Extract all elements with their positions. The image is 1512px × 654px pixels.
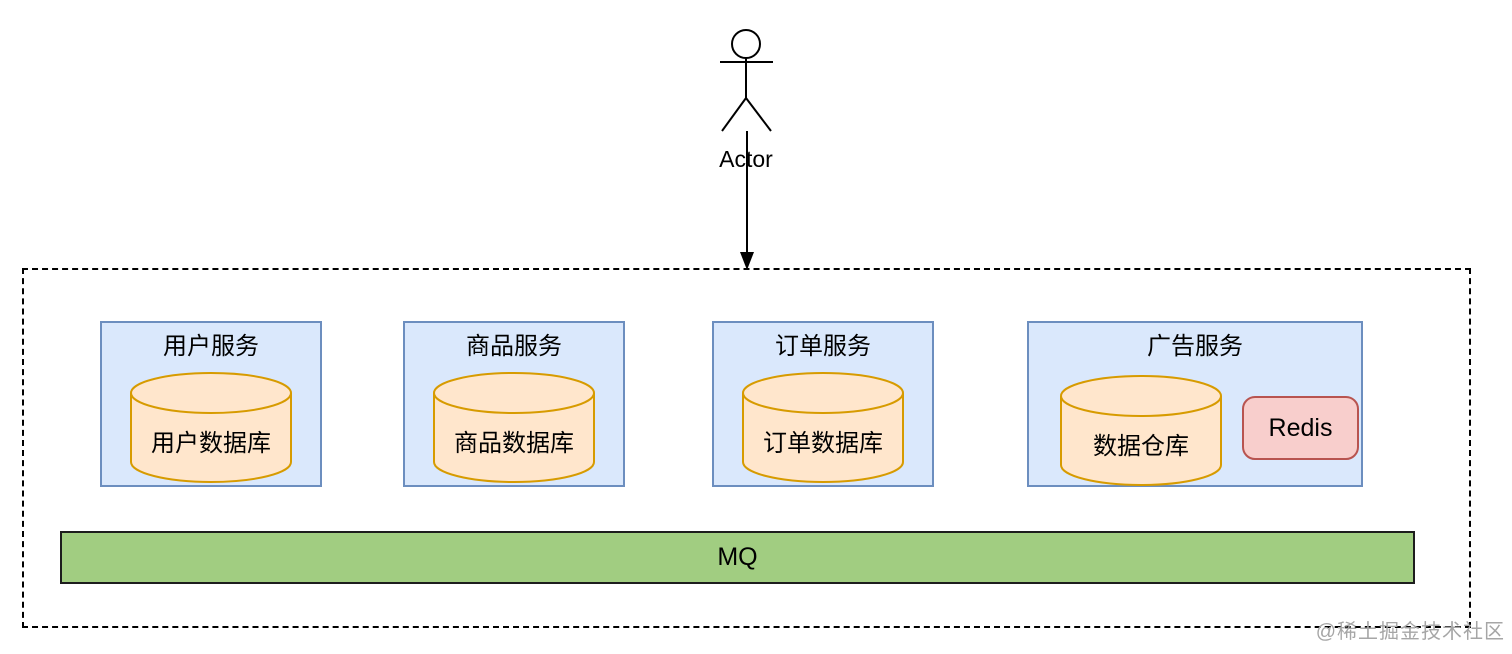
service-title: 订单服务 <box>775 333 871 360</box>
service-title: 商品服务 <box>466 333 562 360</box>
actor-stick-figure-icon <box>720 29 773 132</box>
mq-bar: MQ <box>60 531 1415 584</box>
system-boundary <box>22 268 1471 628</box>
database-cylinder-order: 订单数据库 <box>742 372 904 484</box>
database-cylinder-product: 商品数据库 <box>433 372 595 484</box>
actor-label: Actor <box>719 146 773 172</box>
data-warehouse-cylinder: 数据仓库 <box>1060 375 1222 487</box>
cylinder-icon <box>433 372 595 483</box>
service-box-order: 订单服务 订单数据库 <box>712 321 934 487</box>
database-label: 订单数据库 <box>763 430 883 457</box>
service-box-product: 商品服务 商品数据库 <box>403 321 625 487</box>
watermark: @稀土掘金技术社区 <box>1315 621 1505 643</box>
database-label: 商品数据库 <box>454 430 574 457</box>
cylinder-icon <box>742 372 904 483</box>
cylinder-icon <box>1060 375 1222 486</box>
service-box-ads: 广告服务 数据仓库 Redis <box>1027 321 1363 487</box>
database-cylinder-user: 用户数据库 <box>130 372 292 484</box>
actor-figure <box>713 28 779 133</box>
redis-cache-box: Redis <box>1242 396 1359 460</box>
service-box-user: 用户服务 用户数据库 <box>100 321 322 487</box>
service-title: 广告服务 <box>1147 333 1243 360</box>
actor-to-system-arrow <box>740 131 754 270</box>
service-title: 用户服务 <box>163 333 259 360</box>
cylinder-icon <box>130 372 292 483</box>
database-label: 用户数据库 <box>151 430 271 457</box>
database-label: 数据仓库 <box>1093 433 1189 460</box>
